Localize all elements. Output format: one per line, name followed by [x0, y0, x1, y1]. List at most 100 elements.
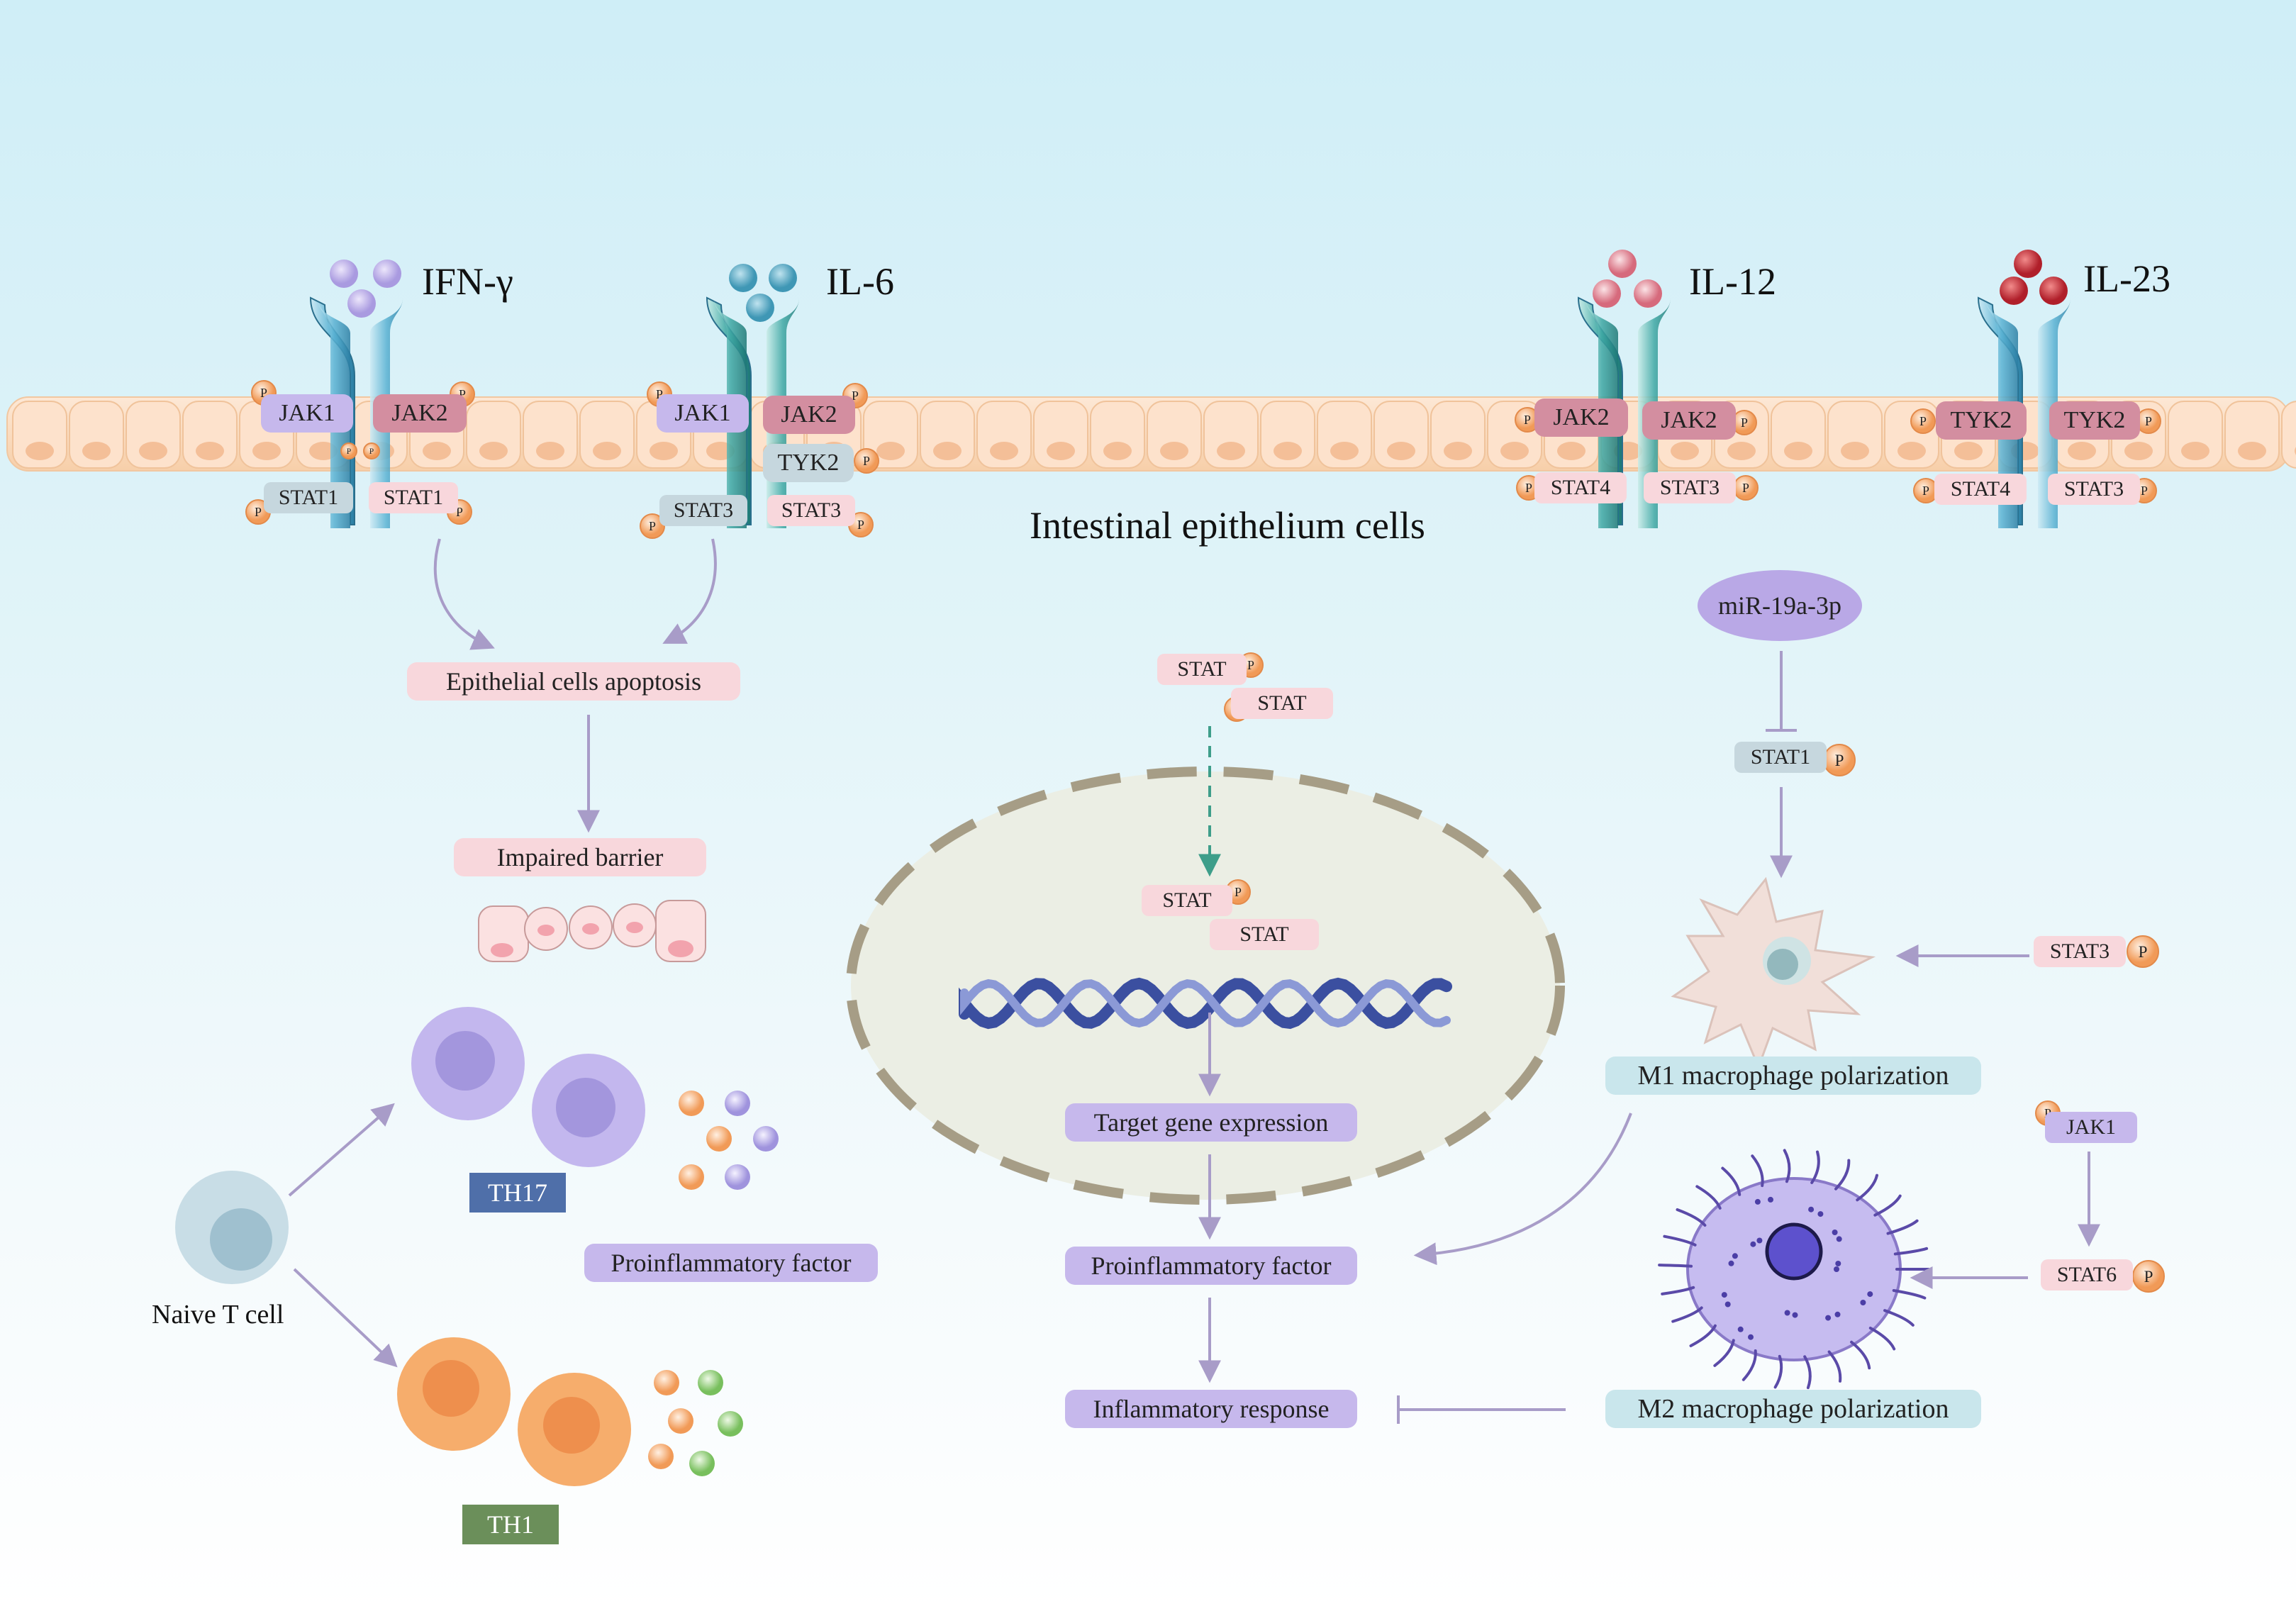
phosphate-p-icon: P	[1910, 408, 1936, 434]
cell-nucleus-icon	[1444, 442, 1472, 460]
svg-text:P: P	[456, 505, 463, 519]
m2-polarization-box: M2 macrophage polarization	[1605, 1390, 1981, 1428]
mir-19a-3p-ellipse: miR-19a-3p	[1698, 570, 1862, 641]
svg-text:P: P	[2144, 1267, 2153, 1286]
stat3-box: STAT3	[659, 495, 747, 526]
ifn-gamma-particle-icon	[347, 289, 376, 318]
phosphate-p-icon: P	[340, 442, 357, 459]
cell-nucleus-icon	[1160, 442, 1188, 460]
cell-nucleus-icon	[1217, 442, 1245, 460]
il6-particle-icon	[769, 264, 797, 292]
svg-text:P: P	[656, 387, 663, 401]
stat3-box: STAT3	[2034, 936, 2126, 967]
phosphate-p-icon: P	[2136, 408, 2161, 434]
ifn-gamma-particle-icon	[330, 260, 358, 288]
stat1-box: STAT1	[1734, 742, 1827, 773]
phosphate-p-icon: P	[854, 448, 879, 474]
cytokine-dot-icon	[679, 1164, 704, 1190]
svg-text:P: P	[2139, 942, 2148, 961]
cell-nucleus-icon	[990, 442, 1018, 460]
phosphate-p-icon: P	[1732, 410, 1757, 435]
cytokine-dot-icon	[689, 1451, 715, 1476]
il6-particle-icon	[746, 294, 774, 322]
jak1-box: JAK1	[2045, 1112, 2137, 1143]
cell-nucleus-icon	[139, 442, 167, 460]
stat-box: STAT	[1210, 919, 1319, 950]
phosphate-p-icon: P	[1823, 744, 1856, 776]
svg-text:P: P	[2141, 484, 2148, 498]
cell-nucleus-icon	[650, 442, 678, 460]
svg-text:P: P	[857, 518, 864, 532]
svg-text:P: P	[347, 447, 351, 456]
cell-nucleus-icon	[423, 442, 451, 460]
stat3-box: STAT3	[2048, 474, 2140, 505]
svg-text:P: P	[1742, 481, 1749, 495]
stat3-box: STAT3	[1644, 472, 1736, 503]
svg-text:P: P	[852, 389, 859, 403]
svg-text:P: P	[459, 387, 466, 401]
tyk2-box: TYK2	[763, 444, 854, 482]
cell-nucleus-icon	[1387, 442, 1415, 460]
stat-box: STAT	[1157, 654, 1247, 685]
nucleus	[846, 767, 1565, 1205]
il23-particle-icon	[2000, 277, 2028, 305]
cell-nucleus-icon	[252, 442, 281, 460]
stat4-box: STAT4	[1934, 474, 2027, 505]
m1-macrophage-icon	[1671, 876, 1876, 1071]
cytokine-dot-icon	[668, 1408, 693, 1434]
phosphate-p-icon: P	[2127, 935, 2159, 968]
il12-label: IL-12	[1689, 260, 1776, 303]
jak2-box: JAK2	[1642, 401, 1736, 440]
jak2-box: JAK2	[373, 394, 467, 433]
epithelial-cell-icon	[2281, 401, 2296, 469]
jak2-box: JAK2	[763, 396, 855, 434]
target-gene-expression-box: Target gene expression	[1065, 1103, 1357, 1142]
cytokine-dot-icon	[648, 1444, 674, 1469]
tyk2-box: TYK2	[1936, 401, 2027, 440]
cell-nucleus-icon	[2068, 442, 2096, 460]
cell-nucleus-icon	[479, 442, 508, 460]
cytokine-dot-icon	[654, 1370, 679, 1395]
phosphate-p-icon: P	[1913, 478, 1939, 503]
stat-box: STAT	[1231, 688, 1333, 719]
svg-text:P: P	[255, 505, 262, 519]
phosphate-p-icon: P	[1733, 475, 1759, 501]
cytokine-dot-icon	[725, 1091, 750, 1116]
svg-text:P: P	[369, 447, 374, 456]
cell-nucleus-icon	[1671, 442, 1699, 460]
damaged-epithelium-icon	[478, 900, 706, 962]
cell-nucleus-icon	[593, 442, 621, 460]
membrane-label: Intestinal epithelium cells	[1030, 504, 1425, 547]
il23-particle-icon	[2039, 277, 2068, 305]
cell-nucleus-icon	[1500, 442, 1529, 460]
cell-nucleus-icon	[1784, 442, 1812, 460]
cell-nucleus-icon	[933, 442, 962, 460]
naive-t-cell-label: Naive T cell	[152, 1300, 284, 1330]
cytokine-dot-icon	[718, 1411, 743, 1437]
svg-text:P: P	[1741, 416, 1748, 430]
cell-nucleus-icon	[1727, 442, 1756, 460]
svg-text:P: P	[1247, 658, 1254, 672]
cell-nucleus-icon	[1274, 442, 1302, 460]
svg-text:P: P	[2145, 414, 2152, 428]
arrows	[288, 538, 2100, 1424]
jak2-box: JAK2	[1534, 398, 1628, 437]
m1-polarization-box: M1 macrophage polarization	[1605, 1057, 1981, 1095]
proinflammatory-factor-box: Proinflammatory factor	[1065, 1247, 1357, 1285]
proinflammatory-factor-box: Proinflammatory factor	[584, 1244, 878, 1282]
svg-text:P: P	[260, 386, 267, 400]
dna-helix-icon	[959, 977, 1452, 1030]
cells	[175, 876, 1930, 1486]
jak1-box: JAK1	[261, 394, 353, 433]
cell-nucleus-icon	[2181, 442, 2209, 460]
th17-tag: TH17	[469, 1173, 566, 1213]
il12-particle-icon	[1593, 279, 1621, 308]
phosphate-p-icon: P	[640, 513, 665, 539]
cell-nucleus-icon	[2124, 442, 2153, 460]
th1-tag: TH1	[462, 1505, 559, 1544]
cell-nucleus-icon	[26, 442, 54, 460]
cytokine-dot-icon	[753, 1126, 779, 1152]
cell-nucleus-icon	[1897, 442, 1926, 460]
